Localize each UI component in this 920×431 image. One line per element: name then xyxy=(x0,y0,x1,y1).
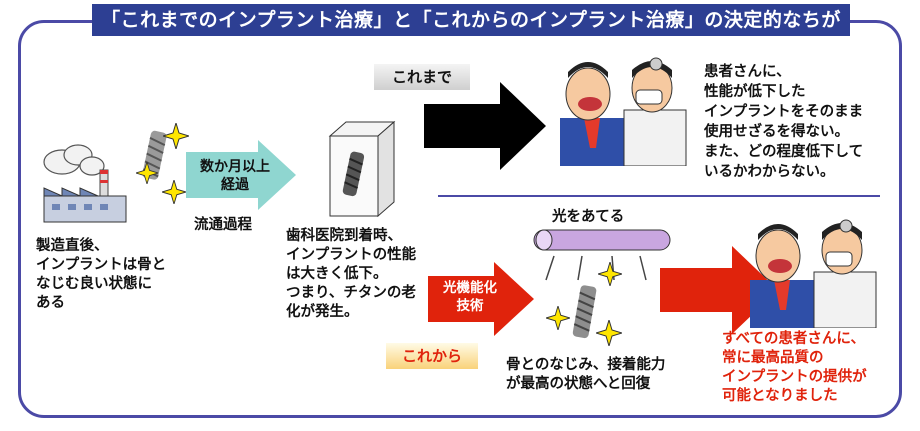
dentist-patient-illustration-before xyxy=(560,57,687,166)
sparkle-icon xyxy=(162,180,186,204)
sparkle-icon xyxy=(596,320,622,346)
tag-after: これから xyxy=(386,343,478,369)
light-tube xyxy=(533,229,671,251)
sparkle-icon xyxy=(546,306,570,330)
light-label: 光をあてる xyxy=(552,209,625,225)
time-arrow-label: 数か月以上 経過 xyxy=(200,159,270,193)
clinic-description: 歯科医院到着時、 インプラントの性能 は大きく低下。 つまり、チタンの老 化が発… xyxy=(286,228,417,320)
tech-arrow-label: 光機能化 技術 xyxy=(443,280,497,314)
sparkle-icon xyxy=(163,123,189,149)
diagram-title: 「これまでのインプラント治療」と「これからのインプラント治療」の決定的なちがい xyxy=(92,4,850,63)
dentist-patient-illustration-after xyxy=(750,219,877,328)
implant-package xyxy=(328,120,396,218)
sparkle-icon xyxy=(136,162,158,184)
red-arrow-result xyxy=(660,246,778,334)
factory-description: 製造直後、 インプラントは骨と なじむ良い状態に ある xyxy=(36,238,167,311)
factory-illustration xyxy=(43,144,127,223)
result-description: すべての患者さんに、 常に最高品質の インプラントの提供が 可能となりました xyxy=(722,331,867,404)
black-arrow xyxy=(424,82,546,170)
time-arrow xyxy=(186,140,296,210)
recovery-description: 骨とのなじみ、接着能力 が最高の状態へと回復 xyxy=(506,357,666,392)
section-divider xyxy=(438,195,880,197)
implant-restored xyxy=(572,285,597,339)
tag-before: これまで xyxy=(374,64,470,90)
red-arrow-tech xyxy=(428,262,534,336)
distribution-label: 流通過程 xyxy=(194,217,252,233)
before-description: 患者さんに、 性能が低下した インプラントをそのまま 使用せざるを得ない。 また… xyxy=(704,64,864,180)
sparkle-icon xyxy=(598,262,622,286)
